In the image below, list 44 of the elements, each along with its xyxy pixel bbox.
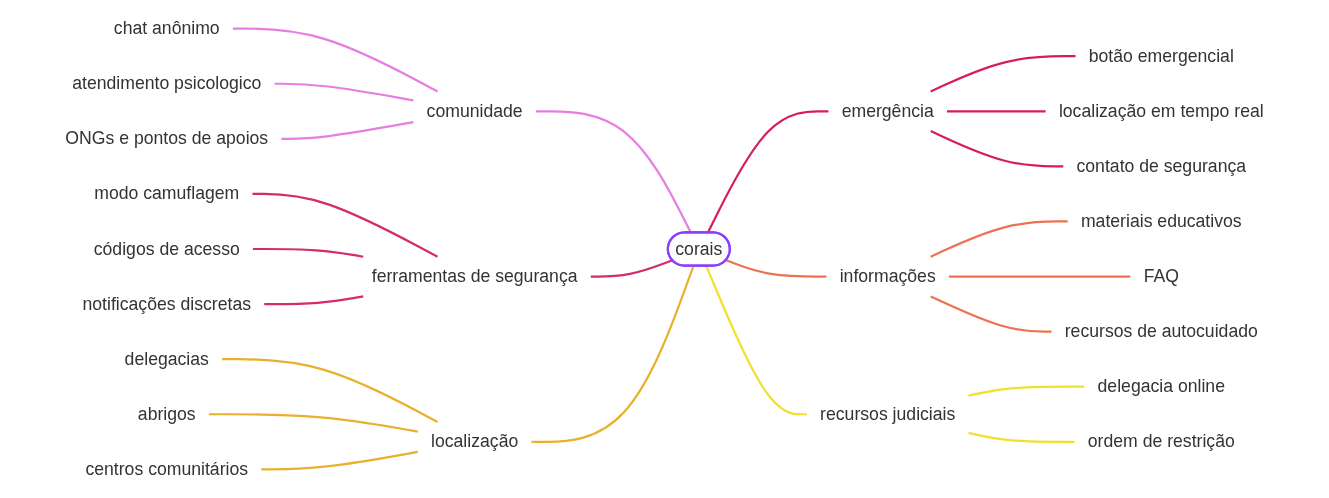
connector bbox=[281, 121, 414, 140]
connector bbox=[930, 295, 1052, 333]
connector bbox=[222, 358, 439, 423]
node-text: delegacias bbox=[124, 349, 209, 368]
node-text: chat anônimo bbox=[113, 18, 220, 38]
connector bbox=[232, 27, 439, 93]
node-text: recursos de autocuidado bbox=[1064, 321, 1258, 341]
node-text: FAQ bbox=[1143, 266, 1179, 286]
node-text: notificações discretas bbox=[82, 294, 252, 313]
node-text: informações bbox=[839, 266, 936, 286]
node-text: comunidade bbox=[426, 101, 523, 121]
node-text: ordem de restrição bbox=[1087, 431, 1235, 451]
node-text: atendimento psicologico bbox=[72, 73, 262, 93]
node-text: botão emergencial bbox=[1088, 46, 1234, 65]
connector bbox=[253, 247, 364, 258]
node-text: contato de segurança bbox=[1076, 156, 1247, 176]
connector bbox=[264, 295, 364, 306]
connector bbox=[274, 82, 414, 102]
node-text: centros comunitários bbox=[85, 459, 249, 479]
connector bbox=[930, 55, 1076, 93]
connector bbox=[208, 413, 418, 433]
connector bbox=[968, 431, 1075, 443]
node-text: abrigos bbox=[137, 404, 196, 424]
connector bbox=[947, 110, 1046, 113]
connector bbox=[252, 192, 439, 258]
connector bbox=[930, 220, 1068, 258]
node-text: ferramentas de segurança bbox=[371, 266, 578, 286]
node-text: modo camuflagem bbox=[94, 184, 240, 203]
node-text: materiais educativos bbox=[1080, 211, 1242, 231]
node-text: delegacia online bbox=[1097, 376, 1225, 396]
connector bbox=[948, 275, 1131, 278]
connector bbox=[968, 385, 1085, 397]
connector bbox=[590, 259, 673, 278]
connector bbox=[726, 259, 827, 278]
node-text: códigos de acesso bbox=[93, 239, 240, 258]
node-text: localização bbox=[431, 431, 519, 451]
connector bbox=[930, 130, 1064, 168]
node-text: localização em tempo real bbox=[1058, 101, 1264, 121]
connector bbox=[705, 265, 807, 416]
node-text: emergência bbox=[841, 101, 934, 121]
node-text: recursos judiciais bbox=[820, 404, 956, 424]
connector bbox=[531, 265, 695, 443]
connector bbox=[261, 450, 418, 471]
node-text: ONGs e pontos de apoios bbox=[65, 128, 269, 148]
